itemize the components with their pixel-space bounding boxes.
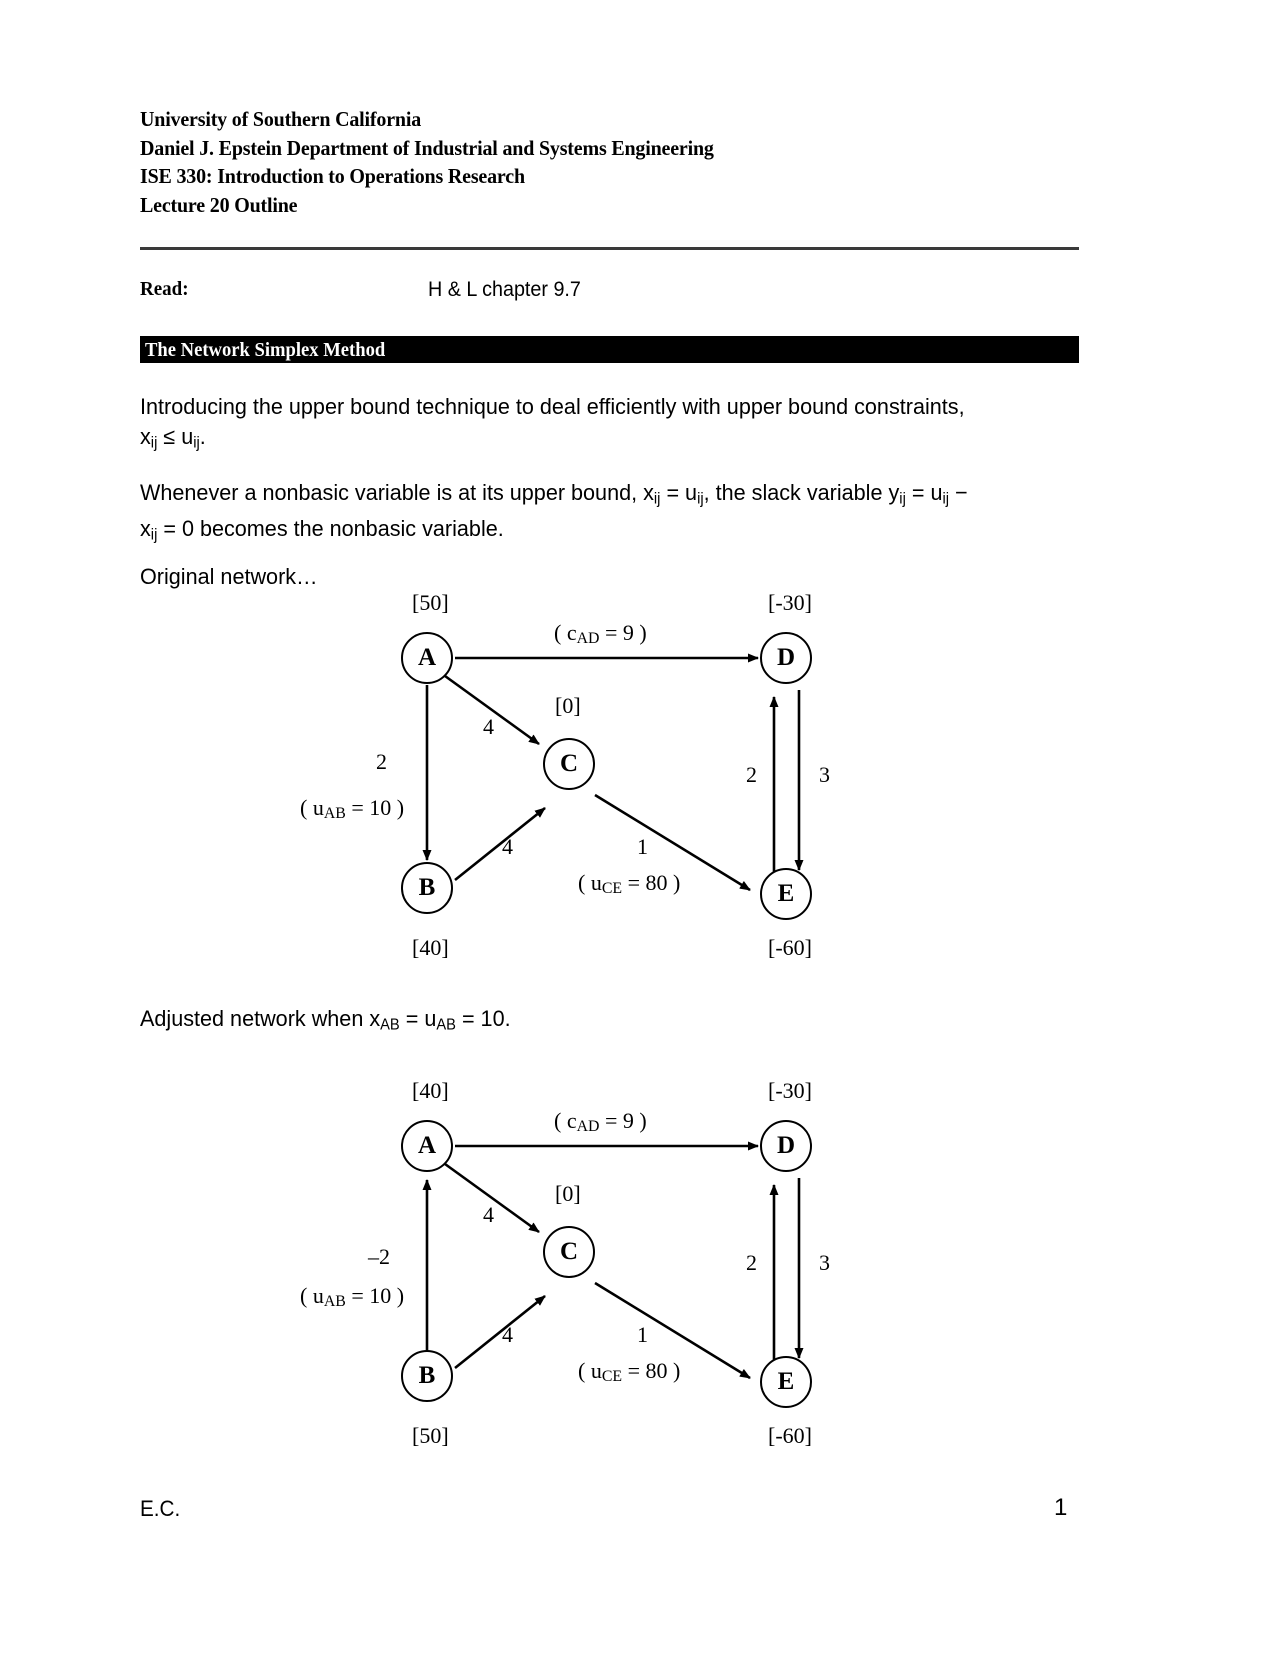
edge-cost-A-B: 2 [376, 749, 387, 774]
node-C[interactable]: C [543, 738, 595, 790]
supply-label-C: [0] [555, 693, 581, 718]
footer-author: E.C. [140, 1496, 181, 1521]
paragraph-nonbasic: Whenever a nonbasic variable is at its u… [140, 480, 968, 544]
edge-B-C [454, 1294, 546, 1370]
section-banner: The Network Simplex Method [140, 336, 1079, 363]
node-B[interactable]: B [401, 862, 453, 914]
header-line-lecture: Lecture 20 Outline [140, 192, 298, 217]
edge-cost-E-D: 2 [746, 762, 757, 787]
node-C[interactable]: C [543, 1226, 595, 1278]
edge-cost-E-D: 2 [746, 1250, 757, 1275]
header-line-university: University of Southern California [140, 107, 422, 131]
supply-label-B: [50] [412, 1423, 449, 1448]
read-value: H & L chapter 9.7 [428, 278, 581, 301]
edge-cost-C-E: 1 [637, 1322, 648, 1347]
edge-annotation-C-E: ( uCE = 80 ) [578, 1358, 681, 1386]
network-edges-original [422, 653, 804, 892]
edge-C-E [594, 793, 751, 892]
node-B[interactable]: B [401, 1350, 453, 1402]
edge-cost-D-E: 3 [819, 762, 830, 787]
network-diagram-original: A B C D E [50] [40] [0] [-30] [-60] ( cA… [280, 580, 900, 970]
edge-annotation-A-D: ( cAD = 9 ) [554, 1108, 647, 1136]
read-row: Read: H & L chapter 9.7 [140, 278, 1040, 308]
edge-annotation-C-E: ( uCE = 80 ) [578, 870, 681, 898]
node-D[interactable]: D [760, 1120, 812, 1172]
supply-label-B: [40] [412, 935, 449, 960]
caption-original-network: Original network… [140, 564, 318, 589]
edge-B-C [454, 806, 546, 882]
edge-cost-A-C: 4 [483, 714, 494, 739]
supply-label-A: [40] [412, 1078, 449, 1103]
document-header: University of Southern California Daniel… [140, 105, 1090, 219]
supply-label-A: [50] [412, 590, 449, 615]
footer-page-number: 1 [1054, 1494, 1068, 1521]
node-E[interactable]: E [760, 1356, 812, 1408]
header-line-department: Daniel J. Epstein Department of Industri… [140, 135, 714, 160]
supply-label-E: [-60] [768, 1423, 812, 1448]
edge-cost-B-C: 4 [502, 1322, 513, 1347]
edge-A-C [444, 1162, 540, 1234]
edge-cost-C-E: 1 [637, 834, 648, 859]
header-line-course: ISE 330: Introduction to Operations Rese… [140, 164, 525, 188]
read-label: Read: [140, 278, 189, 300]
edge-A-C [444, 674, 540, 746]
network-edges-adjusted [422, 1141, 804, 1380]
edge-cost-A-C: 4 [483, 1202, 494, 1227]
node-E[interactable]: E [760, 868, 812, 920]
edge-C-E [594, 1281, 751, 1380]
supply-label-C: [0] [555, 1181, 581, 1206]
edge-cost-D-E: 3 [819, 1250, 830, 1275]
edge-annotation-A-D: ( cAD = 9 ) [554, 620, 647, 648]
paragraph-intro: Introducing the upper bound technique to… [140, 394, 965, 452]
edge-annotation-A-B: ( uAB = 10 ) [300, 795, 405, 823]
node-A[interactable]: A [401, 1120, 453, 1172]
edge-cost-B-C: 4 [502, 834, 513, 859]
edge-cost-B-A: –2 [368, 1244, 390, 1269]
supply-label-E: [-60] [768, 935, 812, 960]
supply-label-D: [-30] [768, 1078, 812, 1103]
header-divider-rule [140, 247, 1079, 250]
network-diagram-adjusted: A B C D E [40] [50] [0] [-30] [-60] ( cA… [280, 1068, 900, 1458]
caption-adjusted-network: Adjusted network when xAB = uAB = 10. [140, 1006, 511, 1034]
node-D[interactable]: D [760, 632, 812, 684]
section-banner-title: The Network Simplex Method [145, 339, 386, 361]
node-A[interactable]: A [401, 632, 453, 684]
edge-annotation-B-A: ( uAB = 10 ) [300, 1283, 405, 1311]
supply-label-D: [-30] [768, 590, 812, 615]
